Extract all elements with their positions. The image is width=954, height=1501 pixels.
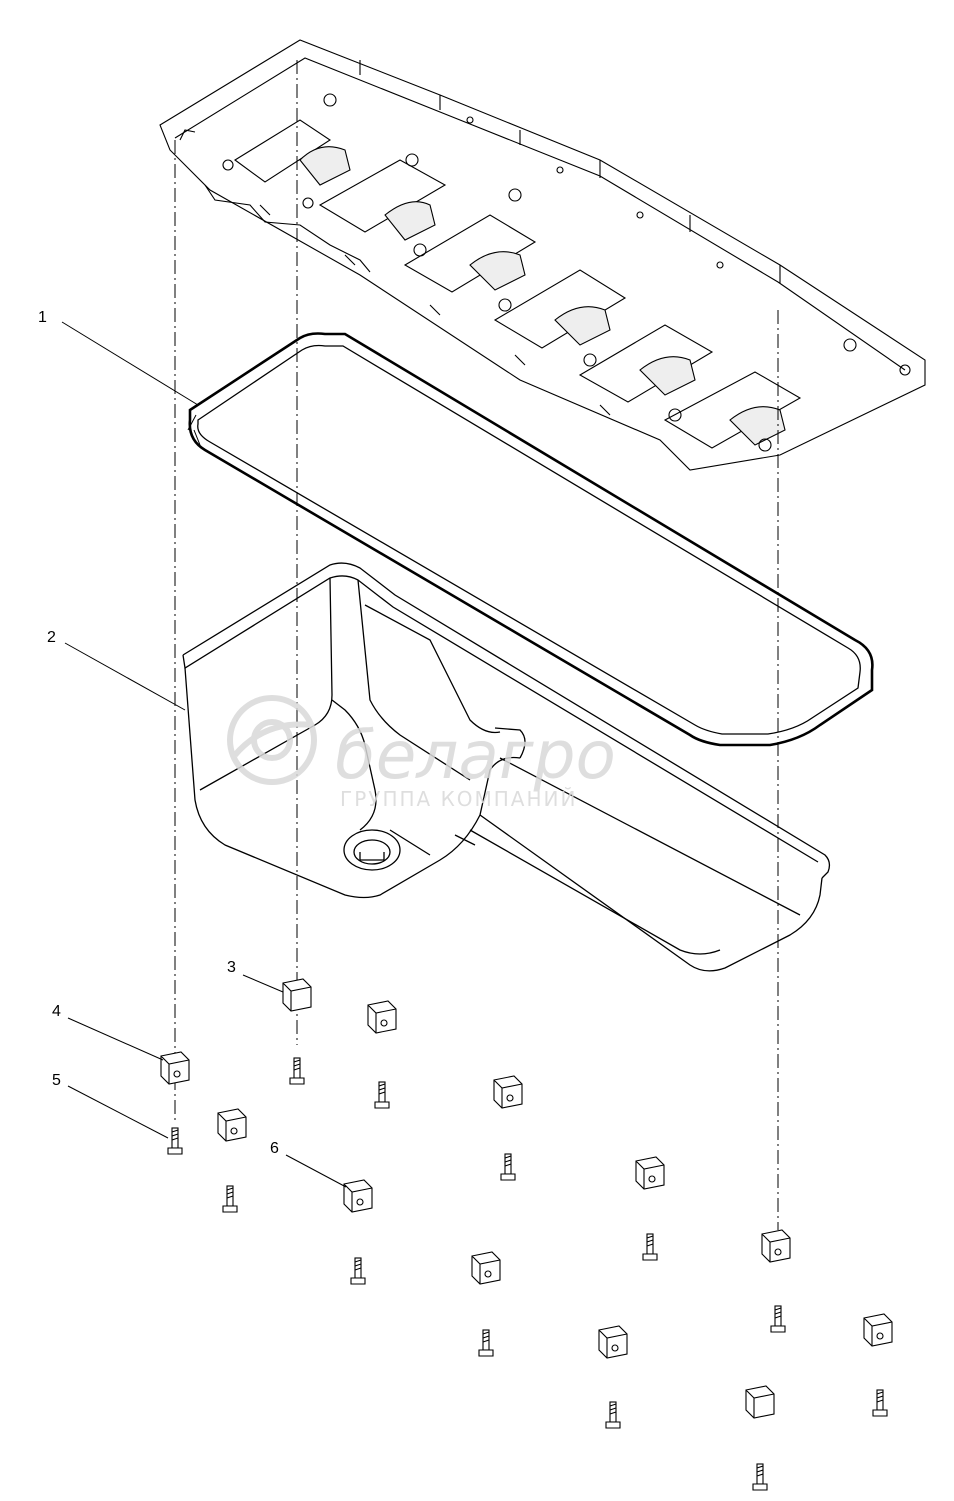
callout-1: 1 bbox=[38, 309, 47, 326]
bolt bbox=[770, 1305, 786, 1333]
bolt bbox=[167, 1127, 183, 1155]
spacer-bracket bbox=[745, 1385, 775, 1419]
bolt-group bbox=[167, 1057, 888, 1491]
callout-3: 3 bbox=[227, 959, 236, 976]
bolt bbox=[872, 1389, 888, 1417]
bolt bbox=[289, 1057, 305, 1085]
spacer-bracket bbox=[217, 1108, 247, 1142]
spacer-bracket-group bbox=[160, 978, 893, 1419]
bolt bbox=[350, 1257, 366, 1285]
alignment-lines bbox=[174, 60, 779, 1230]
callout-4: 4 bbox=[52, 1003, 61, 1020]
bolt bbox=[478, 1329, 494, 1357]
engine-block bbox=[159, 39, 926, 471]
oil-pan bbox=[182, 562, 831, 972]
leader-lines bbox=[61, 321, 347, 1188]
callout-2: 2 bbox=[47, 629, 56, 646]
spacer-bracket bbox=[367, 1000, 397, 1034]
bolt bbox=[500, 1153, 516, 1181]
callout-6: 6 bbox=[270, 1140, 279, 1157]
spacer-bracket bbox=[761, 1229, 791, 1263]
watermark-logo-icon bbox=[227, 695, 317, 785]
watermark-brand: белагро bbox=[335, 717, 616, 794]
callout-5: 5 bbox=[52, 1072, 61, 1089]
oil-pan-gasket bbox=[187, 332, 874, 747]
bolt bbox=[752, 1463, 768, 1491]
watermark: белагро ГРУППА КОМПАНИЙ bbox=[227, 695, 616, 811]
bolt bbox=[374, 1081, 390, 1109]
spacer-bracket bbox=[282, 978, 312, 1012]
spacer-bracket bbox=[160, 1051, 190, 1085]
bolt bbox=[222, 1185, 238, 1213]
bolt bbox=[605, 1401, 621, 1429]
spacer-bracket bbox=[493, 1075, 523, 1109]
spacer-bracket bbox=[598, 1325, 628, 1359]
bolt bbox=[642, 1233, 658, 1261]
spacer-bracket bbox=[343, 1179, 373, 1213]
watermark-tagline: ГРУППА КОМПАНИЙ bbox=[340, 787, 577, 811]
spacer-bracket bbox=[635, 1156, 665, 1190]
callout-labels: 1 2 3 4 5 6 bbox=[38, 309, 279, 1157]
spacer-bracket bbox=[471, 1251, 501, 1285]
spacer-bracket bbox=[863, 1313, 893, 1347]
